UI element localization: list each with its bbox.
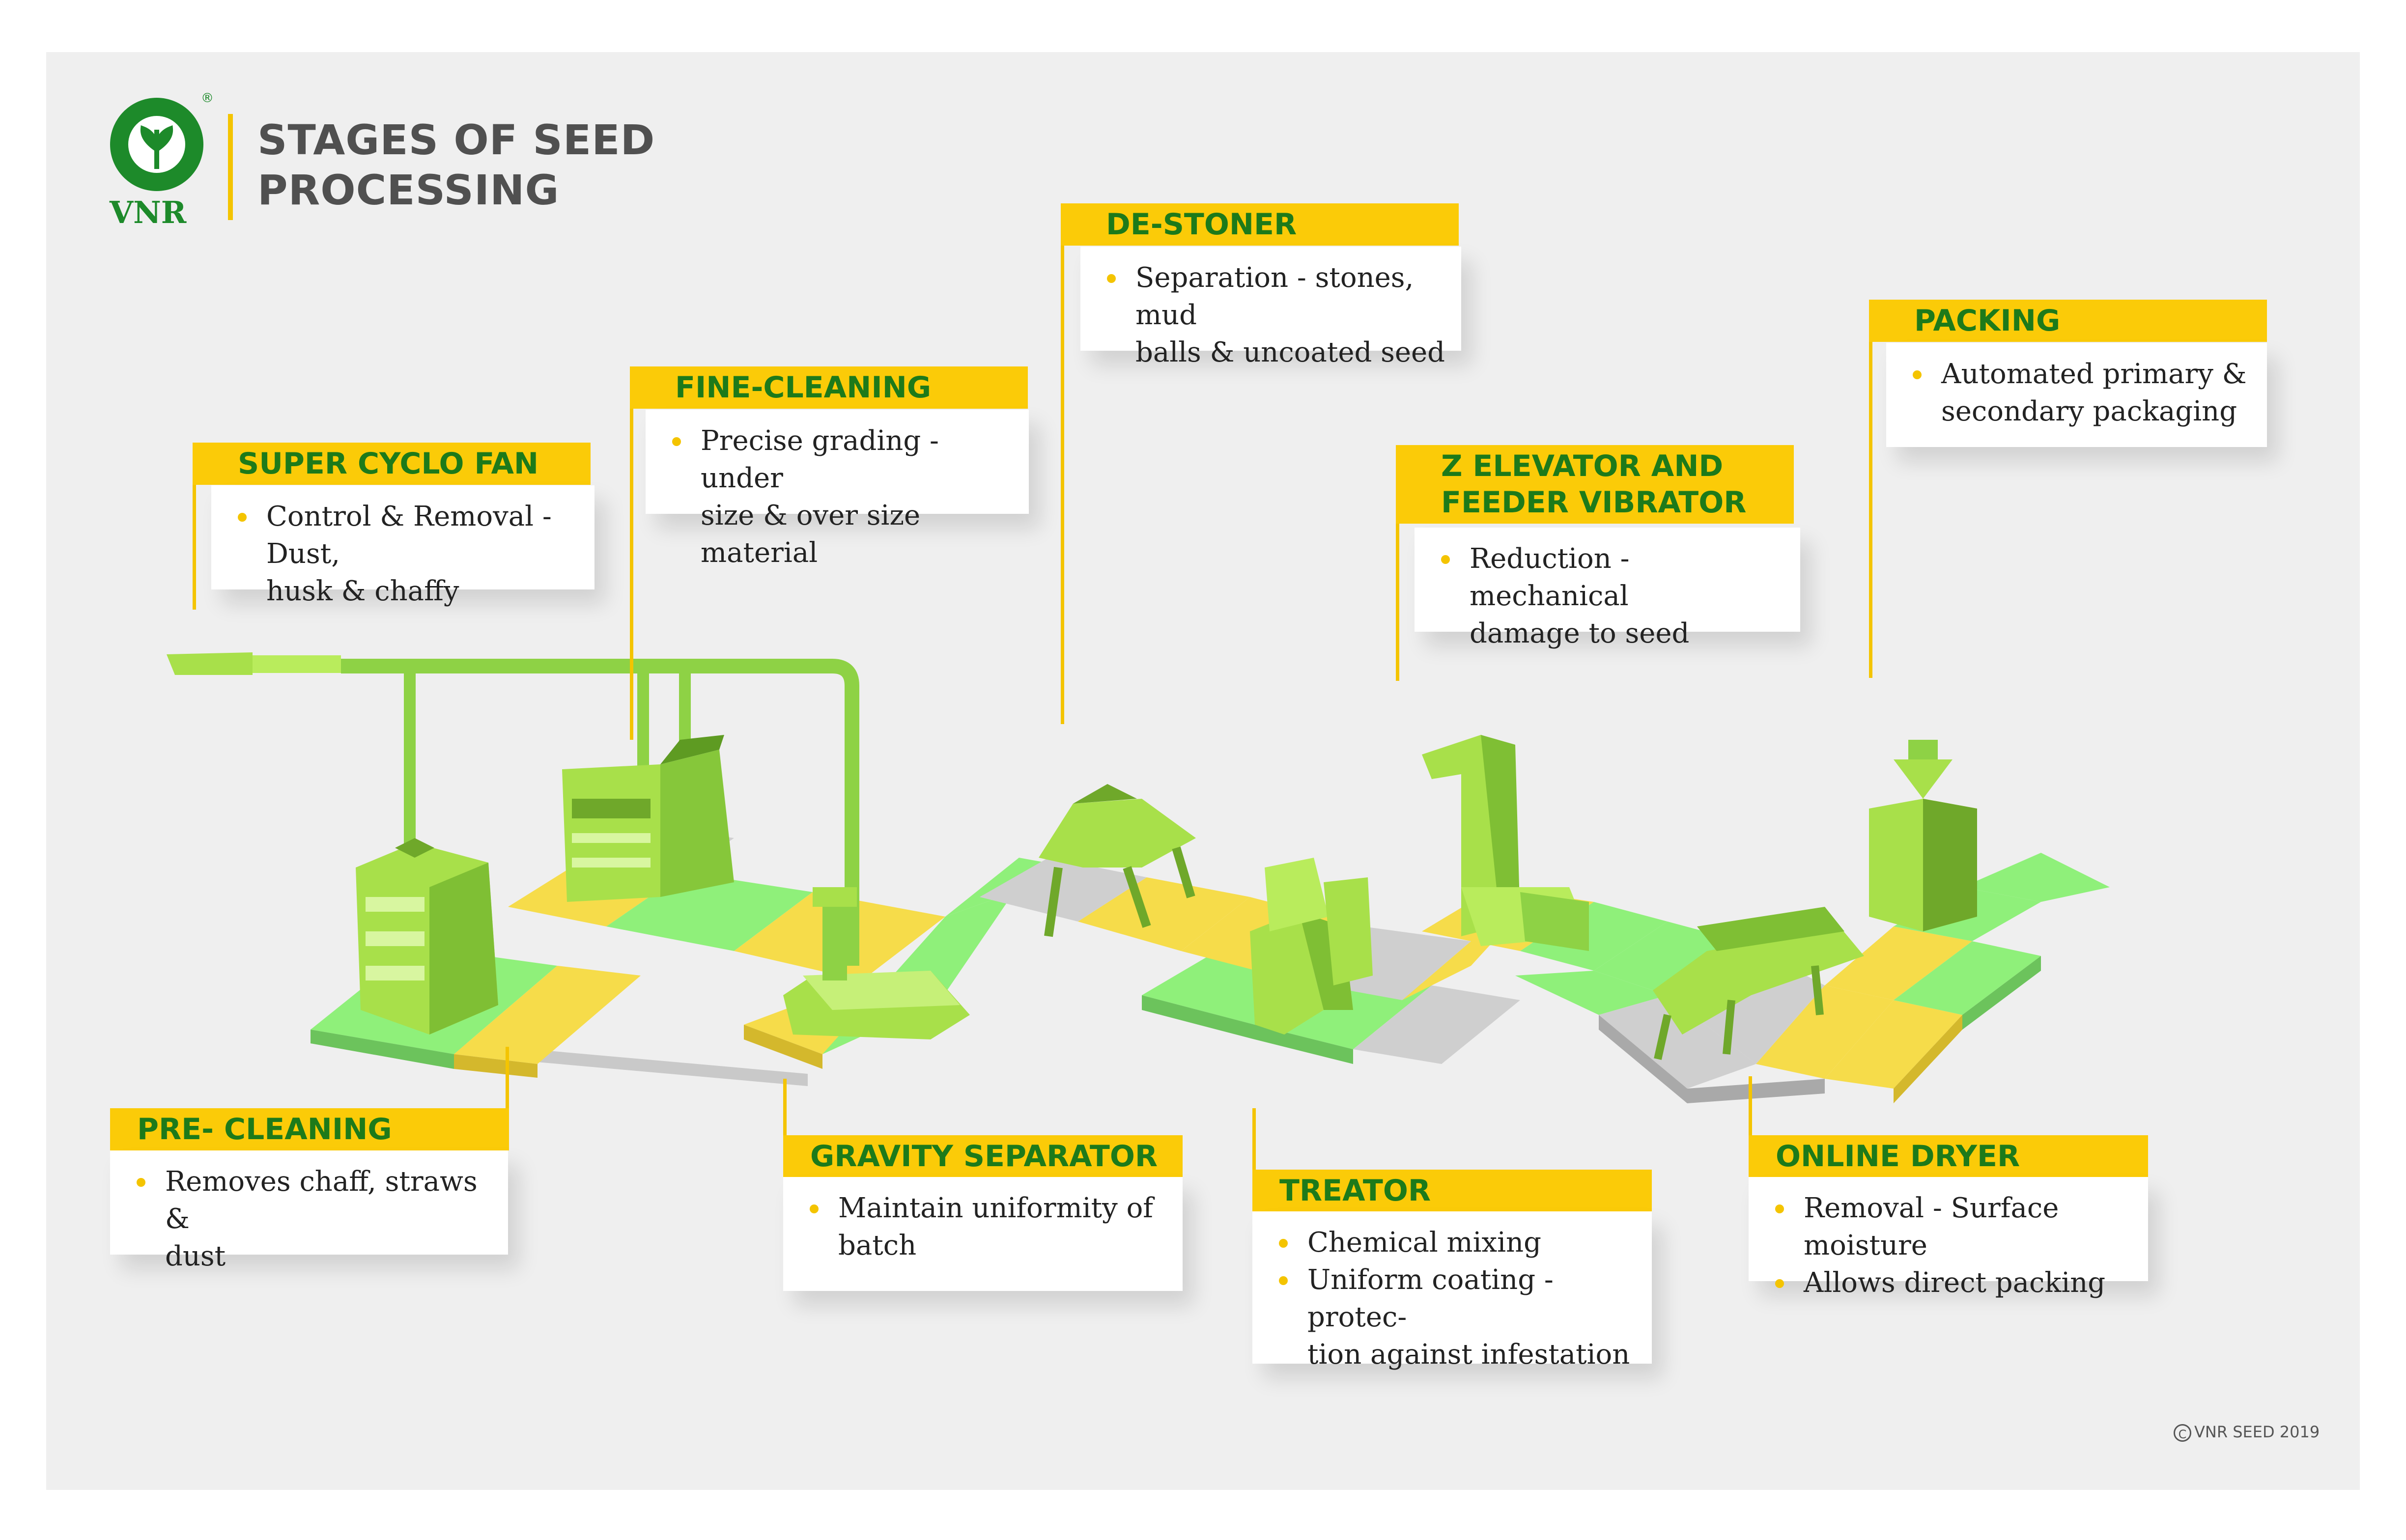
label-de-stoner: DE-STONER [1061, 203, 1459, 246]
card-super-cyclo-fan: Control & Removal - Dust,husk & chaffy [211, 485, 594, 607]
label-fine-cleaning: FINE-CLEANING [630, 366, 1028, 409]
bullet-dot-icon [1913, 370, 1922, 379]
connector-online-dryer [1749, 1076, 1752, 1165]
packing-machine [1869, 740, 1977, 931]
process-illustration [167, 652, 2110, 1103]
label-z-elevator: Z ELEVATOR AND FEEDER VIBRATOR [1396, 445, 1794, 524]
bullet-dot-icon [1441, 555, 1450, 564]
copyright-icon: C [2174, 1424, 2191, 1442]
bullet-item: Uniform coating - protec-tion against in… [1272, 1261, 1642, 1373]
de-stoner-machine [1039, 784, 1196, 937]
bullet-dot-icon [810, 1204, 819, 1213]
bullet-dot-icon [137, 1178, 145, 1187]
treator-machine [1250, 858, 1373, 1035]
puzzle-tile-26 [1825, 1000, 1962, 1089]
puzzle-tile-16 [1353, 985, 1520, 1064]
puzzle-tile-21 [1594, 922, 1741, 995]
connector-super-cyclo-fan [193, 443, 196, 610]
title-accent-bar [228, 114, 233, 220]
infographic-canvas: VNR ® STAGES OF SEED PROCESSING SUPER CY… [46, 52, 2360, 1490]
pre-cleaning-machine [356, 838, 498, 1035]
page-title: STAGES OF SEED PROCESSING [257, 116, 655, 214]
connector-pre-cleaning [506, 1047, 509, 1140]
super-cyclo-fan-duct [167, 652, 859, 966]
bullet-item: Chemical mixing [1272, 1224, 1642, 1261]
puzzle-tile-20 [1515, 971, 1668, 1015]
registered-mark: ® [201, 91, 214, 106]
label-pre-cleaning: PRE- CLEANING [110, 1108, 509, 1150]
online-dryer-machine [1653, 907, 1864, 1060]
label-gravity-separator: GRAVITY SEPARATOR [783, 1135, 1183, 1177]
puzzle-tile-2 [454, 966, 641, 1064]
bullet-dot-icon [1775, 1204, 1784, 1213]
puzzle-tile-28 [1894, 941, 2041, 1015]
z-elevator-machine [1422, 735, 1589, 951]
label-packing: PACKING [1869, 300, 2267, 342]
puzzle-tile-25 [1825, 926, 1972, 1000]
connector-treator [1252, 1108, 1256, 1202]
connector-fine-cleaning [630, 366, 633, 740]
card-online-dryer: Removal - Surface moisture Allows direct… [1749, 1177, 2148, 1299]
label-online-dryer: ONLINE DRYER [1749, 1135, 2148, 1177]
bullet-dot-icon [1279, 1276, 1288, 1285]
puzzle-tile-22 [1599, 995, 1756, 1089]
card-packing: Automated primary &secondary packaging [1886, 343, 2267, 447]
connector-z-elevator [1396, 445, 1399, 681]
flower-logo-icon [110, 98, 203, 191]
bullet-item: Removal - Surface moisture [1768, 1190, 2138, 1264]
connector-gravity-separator [783, 1079, 787, 1167]
card-treator: Chemical mixing Uniform coating - protec… [1252, 1211, 1652, 1371]
bullet-item: Control & Removal - Dust,husk & chaffy [231, 498, 585, 610]
label-super-cyclo-fan: SUPER CYCLO FAN [193, 443, 591, 485]
label-treator: TREATOR [1252, 1170, 1652, 1212]
bullet-item: Removes chaff, straws &dust [130, 1163, 498, 1275]
puzzle-tile-19 [1520, 902, 1668, 971]
bullet-dot-icon [672, 437, 681, 446]
bullet-dot-icon [1279, 1239, 1288, 1248]
fine-cleaning-machine [562, 735, 734, 902]
puzzle-tile-29 [1962, 853, 2110, 902]
logo-text: VNR [109, 195, 187, 230]
bullet-dot-icon [1107, 274, 1116, 283]
bullet-dot-icon [238, 513, 247, 522]
connector-de-stoner [1061, 203, 1064, 724]
puzzle-tile-10 [980, 858, 1147, 922]
bullet-dot-icon [1775, 1279, 1784, 1288]
card-pre-cleaning: Removes chaff, straws &dust [110, 1150, 508, 1272]
bullet-item: Automated primary &secondary packaging [1906, 356, 2257, 430]
puzzle-tile-24 [1756, 985, 1894, 1079]
bullet-item: Allows direct packing [1768, 1264, 2138, 1302]
vnr-logo: VNR ® [109, 91, 214, 230]
connector-packing [1869, 300, 1872, 678]
puzzle-tile-11 [1078, 877, 1250, 951]
gravity-separator-machine [783, 887, 970, 1039]
